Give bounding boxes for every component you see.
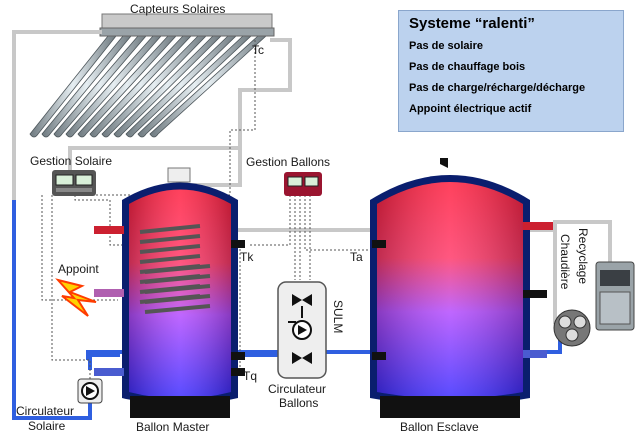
label-capteurs-solaires: Capteurs Solaires: [130, 2, 226, 16]
exchanger-coil: [144, 274, 211, 284]
ballon-esclave-tank: [370, 158, 530, 418]
label-ballon-master: Ballon Master: [136, 420, 210, 434]
pump-icon: [77, 378, 103, 404]
info-title: Systeme “ralenti”: [409, 15, 535, 32]
label-chaudiere: Chaudière: [558, 234, 572, 290]
label-ballon-esclave: Ballon Esclave: [400, 420, 479, 434]
label-circulateur-solaire-2: Solaire: [28, 419, 66, 433]
tank-ports: [94, 222, 553, 376]
label-sulm: SULM: [331, 300, 345, 334]
collector-tube: [125, 35, 237, 138]
collector-tube: [65, 35, 162, 138]
collector-tube: [29, 35, 117, 138]
status-info-box: Systeme “ralenti” Pas de solaire Pas de …: [398, 10, 624, 132]
gestion-ballons-controller: [284, 172, 322, 196]
label-circulateur-solaire-1: Circulateur: [16, 404, 75, 418]
label-tc: Tc: [252, 43, 264, 57]
label-circulateur-ballons-1: Circulateur: [268, 382, 327, 396]
exchanger-coil: [139, 224, 201, 234]
info-line-no-charge: Pas de charge/récharge/décharge: [409, 82, 586, 94]
exchanger-coil: [139, 234, 201, 244]
lightning-icon: [55, 278, 97, 317]
label-gestion-ballons: Gestion Ballons: [246, 155, 331, 169]
exchanger-coil: [144, 304, 211, 314]
collector-tube: [53, 35, 147, 138]
collector-tube: [77, 35, 177, 138]
exchanger-coil: [144, 294, 211, 304]
exchanger-coil: [144, 284, 211, 294]
label-ta: Ta: [350, 250, 363, 264]
info-line-no-wood: Pas de chauffage bois: [409, 61, 526, 73]
collector-tube: [41, 35, 132, 138]
label-circulateur-ballons-2: Ballons: [279, 396, 319, 410]
label-tk: Tk: [240, 250, 254, 264]
gestion-solaire-controller: [52, 170, 96, 196]
label-recyclage: Recyclage: [576, 228, 590, 285]
exchanger-coil: [144, 264, 211, 274]
ballon-master-tank: [122, 167, 238, 418]
collector-tube: [101, 35, 207, 138]
collector-tube: [137, 35, 253, 138]
label-tq: Tq: [243, 369, 258, 383]
label-gestion-solaire: Gestion Solaire: [30, 154, 113, 168]
boiler-unit: [595, 261, 635, 331]
label-appoint: Appoint: [58, 262, 99, 276]
collector-tube: [113, 35, 222, 138]
collector-tube: [149, 35, 268, 138]
solar-collectors: [29, 13, 275, 138]
sulm-unit: [277, 281, 327, 379]
info-line-no-solar: Pas de solaire: [409, 40, 483, 52]
exchanger-coil: [139, 254, 201, 264]
info-line-electric-backup: Appoint électrique actif: [409, 103, 532, 115]
collector-tube: [89, 35, 192, 138]
recycling-pump-icon: [553, 309, 591, 347]
exchanger-coil: [139, 244, 201, 254]
